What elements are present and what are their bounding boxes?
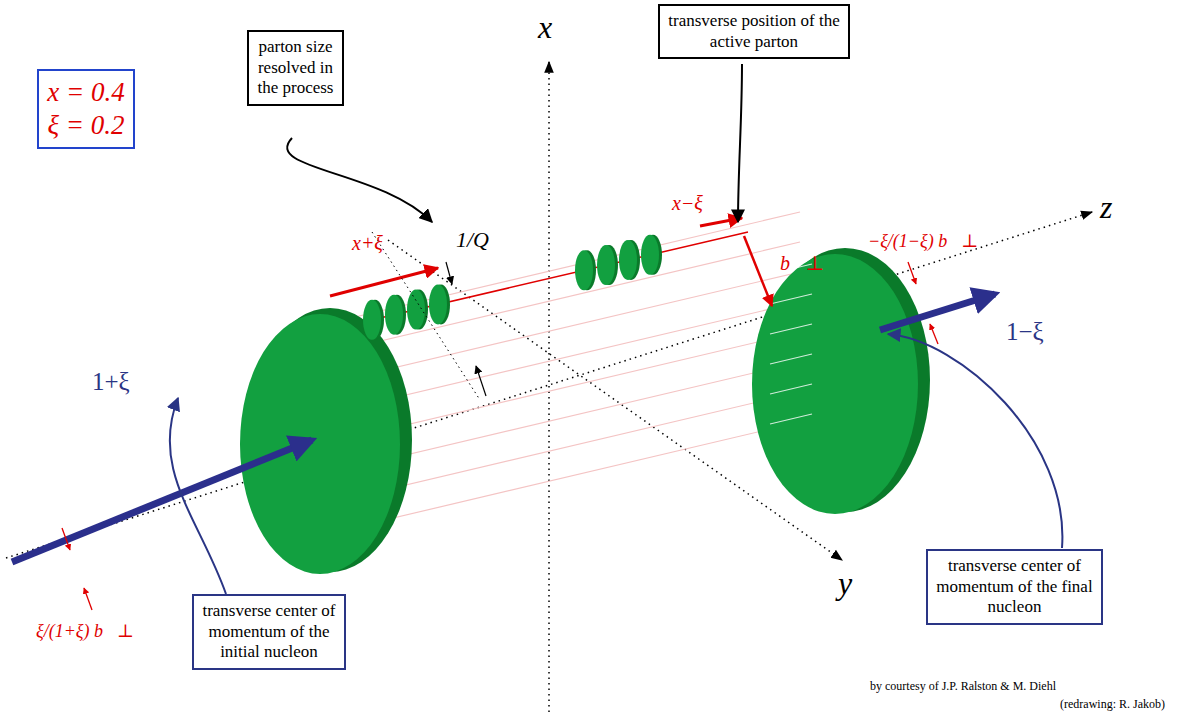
final-momentum-arrow	[880, 294, 995, 330]
momentum-fraction: x−ξ	[672, 192, 703, 214]
offset-tick	[62, 528, 70, 550]
axis-label: y	[838, 566, 852, 601]
size-tick	[476, 366, 486, 396]
node-text: transverse center of momentum of the ini…	[202, 601, 336, 663]
size-tick	[446, 262, 452, 284]
node-text: x = 0.4	[47, 76, 125, 109]
x-plus-xi-arrow	[330, 268, 438, 296]
momentum-label: 1+ξ	[92, 368, 130, 396]
spectator-line	[770, 354, 812, 364]
initial-disc	[240, 314, 400, 574]
offset-tick	[84, 588, 92, 610]
spectator-line	[770, 324, 812, 334]
credit-note: (redrawing: R. Jakob)	[1060, 698, 1165, 711]
momentum-fraction: x+ξ	[352, 232, 383, 254]
axis-label: x	[538, 10, 552, 45]
axis-label: z	[1100, 190, 1112, 225]
final-disc	[752, 254, 918, 514]
node-text: transverse center of momentum of the fin…	[936, 556, 1093, 618]
parton-slice	[385, 295, 403, 335]
spectator-lines-front	[770, 264, 812, 424]
z-axis	[6, 212, 1092, 558]
offset-tick	[930, 324, 938, 344]
x-minus-xi-arrow	[700, 218, 742, 226]
callout-curve	[738, 64, 742, 222]
node-text: ξ = 0.2	[47, 109, 125, 142]
callout-box: transverse center of momentum of the fin…	[926, 549, 1103, 625]
spectator-line	[770, 294, 812, 304]
callout-curve	[888, 334, 1062, 548]
scale-label: 1/Q	[456, 228, 489, 252]
callout-curve	[287, 138, 432, 222]
parton-slice	[363, 300, 381, 340]
parton-slice	[429, 284, 447, 324]
parton-slice	[407, 290, 425, 330]
node-text: transverse position of the active parton	[668, 11, 840, 52]
x-axis	[548, 62, 550, 712]
offset-label: ξ/(1+ξ) b⃗⊥	[36, 622, 134, 642]
parameter-box: x = 0.4ξ = 0.2	[37, 69, 135, 149]
callout-box: parton size resolved in the process	[247, 30, 344, 106]
size-guide	[372, 232, 480, 400]
vector-label: b⃗⊥	[780, 252, 824, 274]
credit-note: by courtesy of J.P. Ralston & M. Diehl	[870, 680, 1056, 693]
parton-slice	[575, 250, 593, 290]
offset-label: −ξ/(1−ξ) b⃗⊥	[868, 232, 978, 252]
b-perp-arrow	[744, 236, 772, 306]
callout-curve	[170, 398, 226, 594]
parton-slice	[641, 235, 659, 275]
spectator-line	[770, 414, 812, 424]
momentum-label: 1−ξ	[1006, 318, 1044, 346]
spectator-line	[770, 384, 812, 394]
node-text: parton size resolved in the process	[257, 37, 334, 99]
initial-momentum-arrow	[12, 440, 312, 562]
offset-tick	[908, 262, 916, 284]
parton-slice	[619, 240, 637, 280]
parton-slice	[597, 245, 615, 285]
callout-box: transverse center of momentum of the ini…	[192, 594, 346, 670]
callout-box: transverse position of the active parton	[658, 4, 850, 59]
